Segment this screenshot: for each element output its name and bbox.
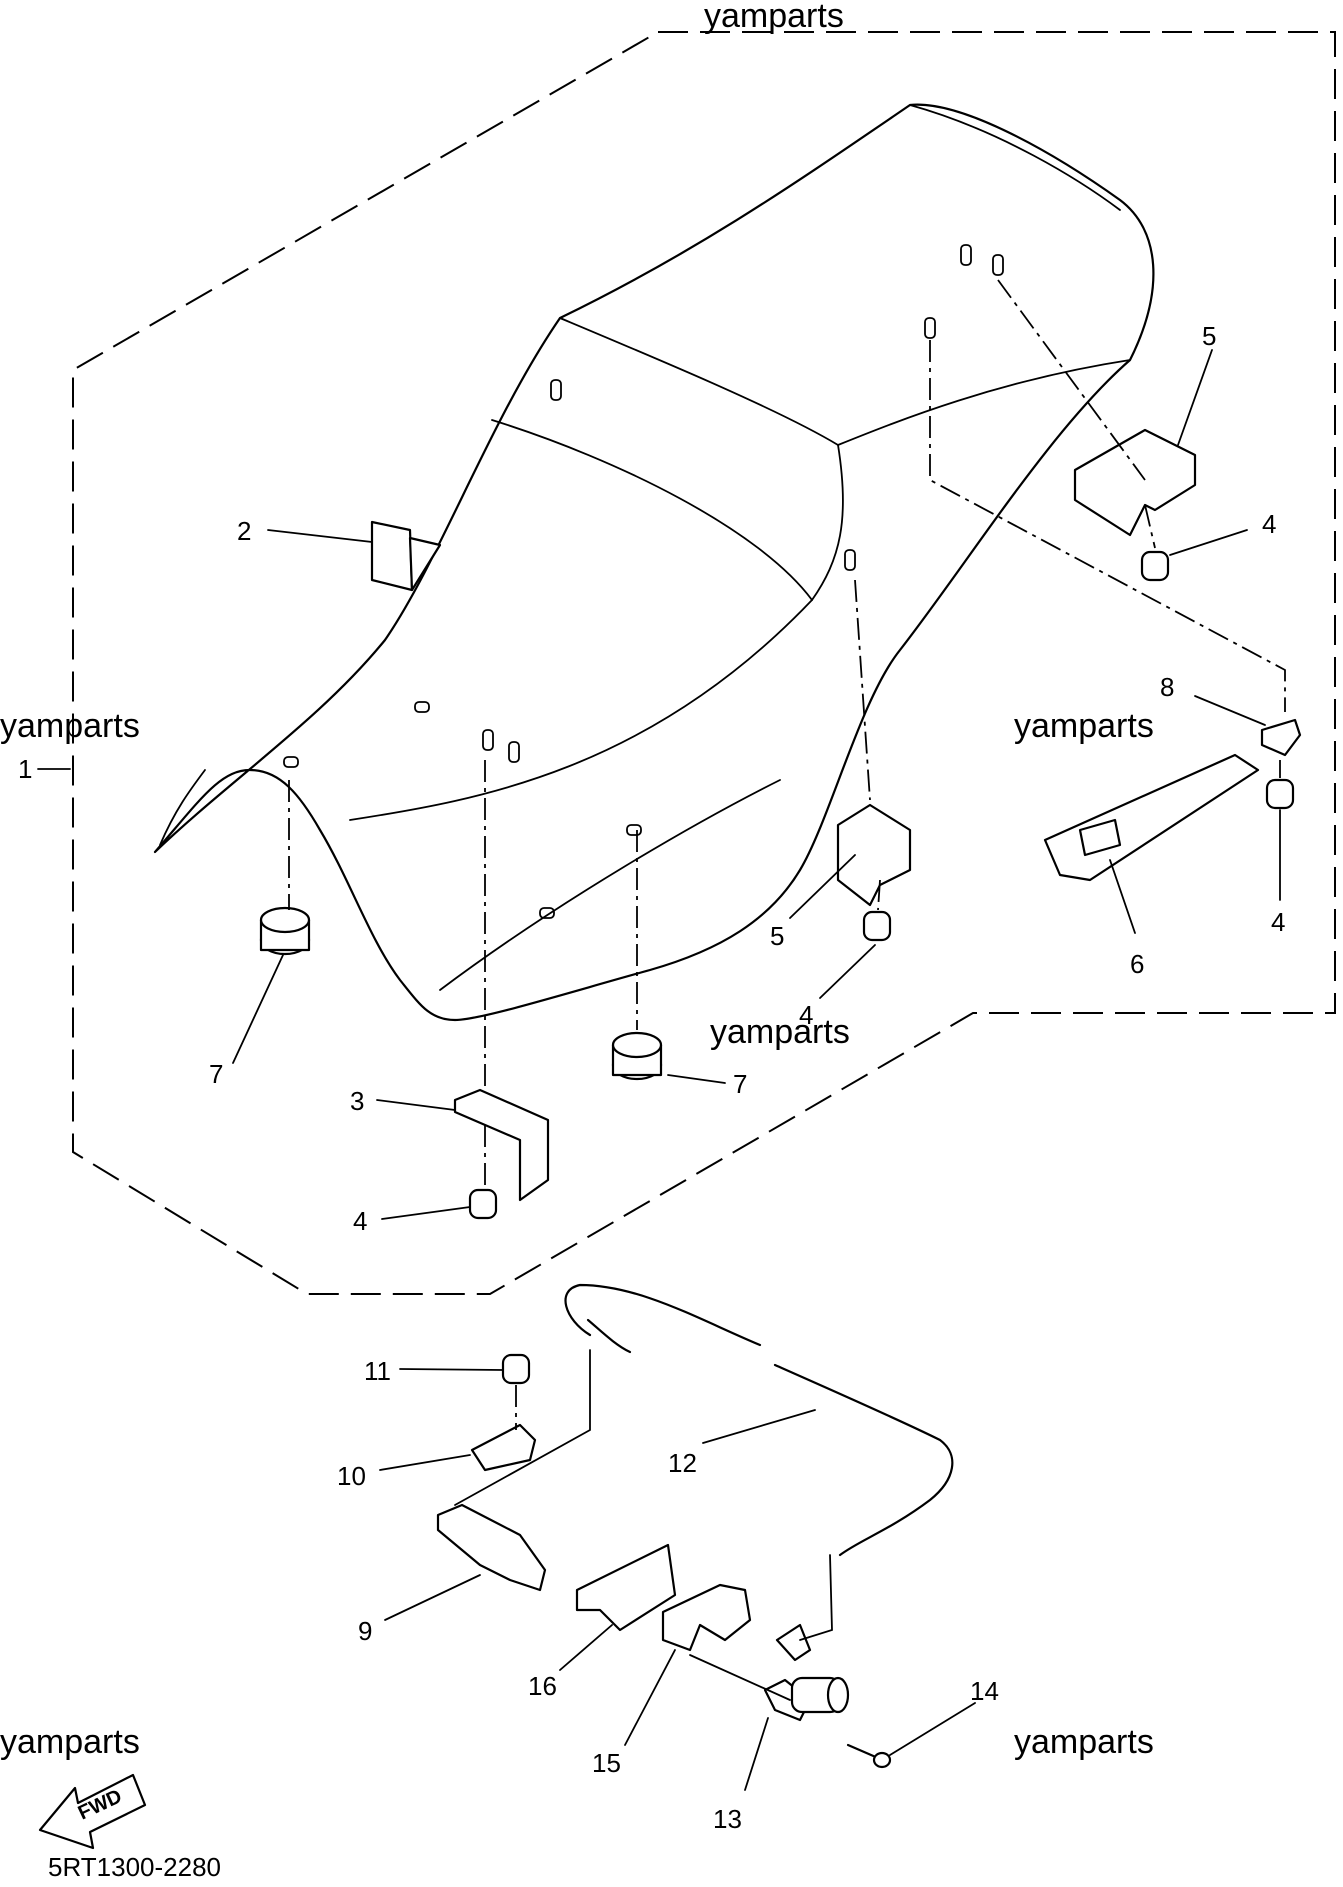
part-7-dampers (259, 906, 663, 1081)
leader-lines (37, 349, 1281, 1791)
callout-4: 4 (1262, 509, 1276, 539)
callout-9: 9 (358, 1616, 372, 1646)
callout-8: 8 (1160, 672, 1174, 702)
part-15-bracket (661, 1583, 752, 1652)
callout-15: 15 (592, 1748, 621, 1778)
watermark-middle: yamparts (710, 1013, 850, 1051)
callout-13: 13 (713, 1804, 742, 1834)
callout-4: 4 (799, 1000, 813, 1030)
callout-14: 14 (970, 1676, 999, 1706)
callout-4: 4 (353, 1206, 367, 1236)
part-10-plate (470, 1423, 537, 1472)
callout-11: 11 (364, 1356, 391, 1386)
watermark-bottom-right: yamparts (1014, 1723, 1154, 1761)
watermark-top: yamparts (704, 0, 844, 35)
part-13-key-cylinder (763, 1623, 850, 1722)
seat (153, 103, 1155, 1022)
watermark-left: yamparts (0, 707, 140, 745)
callout-3: 3 (350, 1086, 364, 1116)
part-11-nut (501, 1353, 531, 1385)
callout-4: 4 (1271, 907, 1285, 937)
diagram-code: 5RT1300-2280 (48, 1852, 221, 1882)
part-12-cable (564, 1283, 762, 1347)
connection-lines (288, 279, 1286, 1701)
callout-12: 12 (668, 1448, 697, 1478)
part-5-bracket-front (836, 803, 912, 907)
callout-7: 7 (733, 1069, 747, 1099)
part-6-strap (1043, 753, 1260, 882)
part-9-seat-lock (436, 1503, 547, 1592)
seat-assembly-boundary (72, 31, 1336, 1295)
callout-5: 5 (1202, 321, 1216, 351)
part-8-clip (1260, 718, 1302, 757)
part-3-bracket (453, 1088, 550, 1202)
callout-2: 2 (237, 516, 251, 546)
callout-5: 5 (770, 921, 784, 951)
callout-10: 10 (337, 1461, 366, 1491)
seat-clip-holes (283, 244, 1004, 919)
watermark-right: yamparts (1014, 707, 1154, 745)
callout-7: 7 (209, 1059, 223, 1089)
callout-16: 16 (528, 1671, 557, 1701)
part-4-nuts (468, 550, 1295, 1220)
part-5-bracket-rear (1073, 428, 1197, 537)
fwd-arrow-icon: FWD (38, 1773, 147, 1850)
callout-6: 6 (1130, 949, 1144, 979)
watermark-bottom-left: yamparts (0, 1723, 140, 1761)
part-16-cover (575, 1543, 677, 1632)
callout-1: 1 (18, 754, 32, 784)
part-2-tag (370, 520, 414, 592)
part-14-bolt (846, 1743, 892, 1769)
